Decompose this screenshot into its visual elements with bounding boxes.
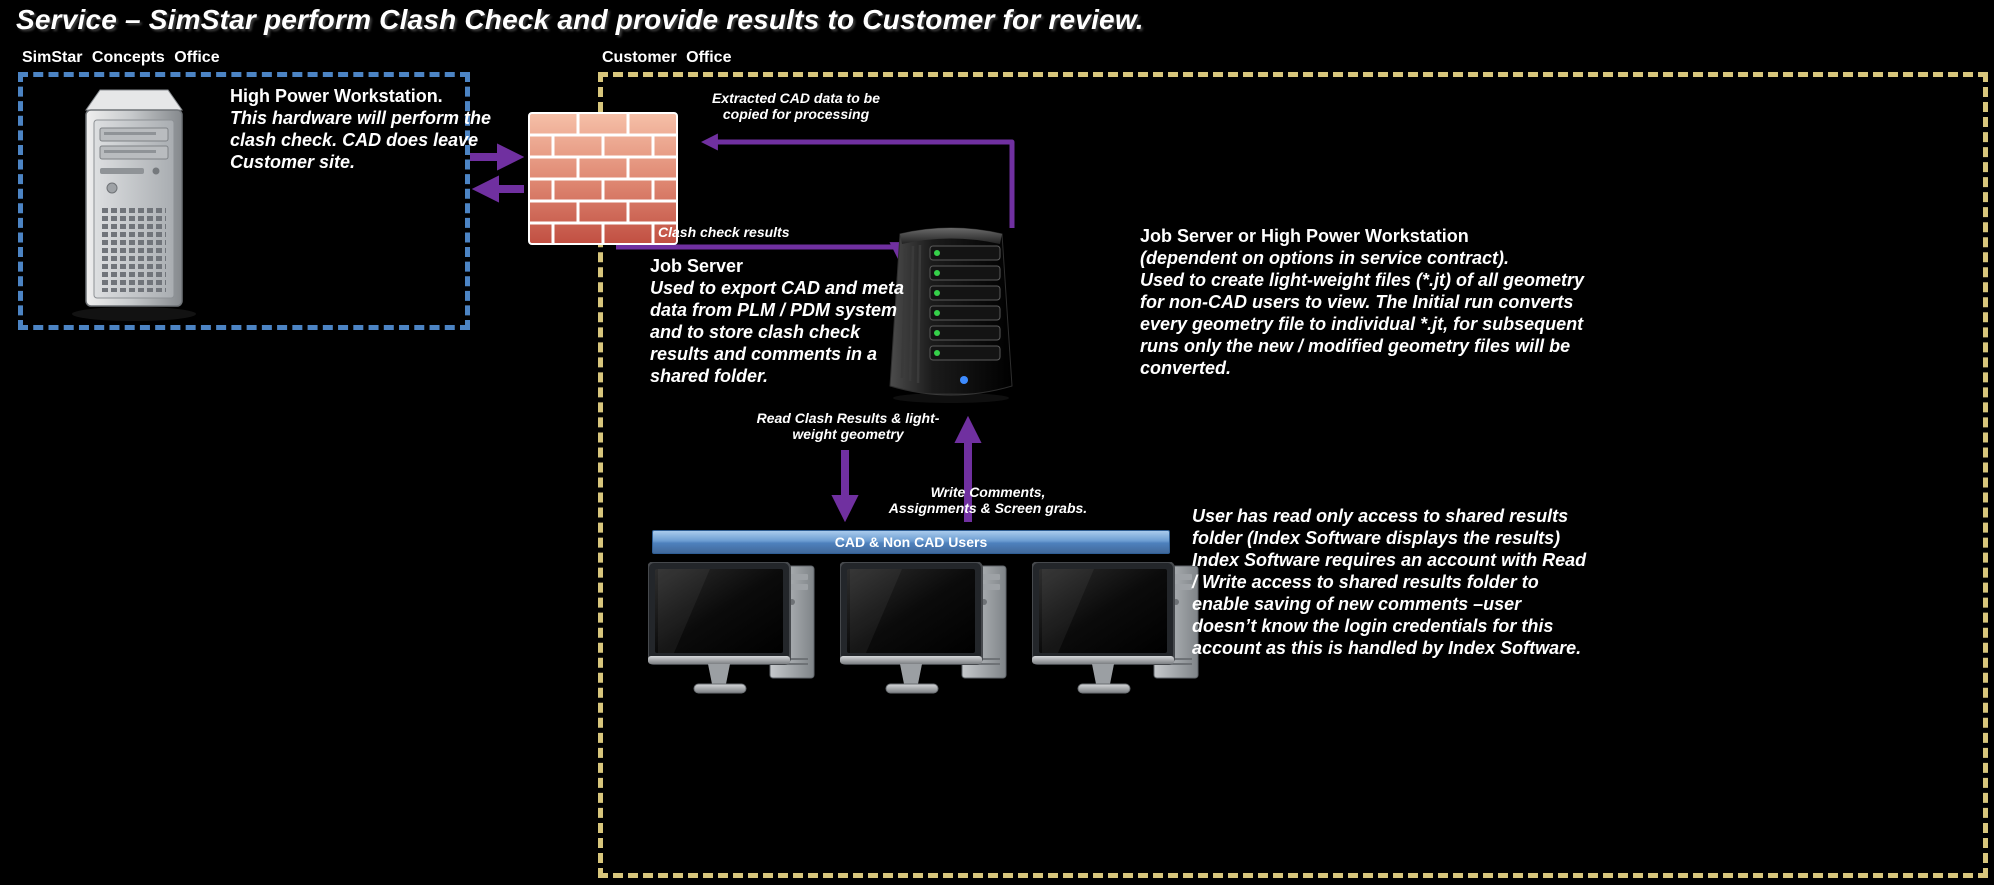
- workstation-title: High Power Workstation.: [230, 86, 443, 106]
- job-server-options-note: Job Server or High Power Workstation (de…: [1140, 226, 1598, 380]
- job-server-options-title: Job Server or High Power Workstation: [1140, 226, 1469, 246]
- simstar-office-box: [18, 72, 470, 330]
- desktop-computer-icon: [648, 562, 826, 704]
- customer-office-label: Customer Office: [602, 49, 732, 66]
- workstation-tower-icon: [48, 80, 220, 324]
- customer-office-box: [598, 72, 1988, 878]
- users-bar: CAD & Non CAD Users: [652, 530, 1170, 554]
- job-server-note: Job Server Used to export CAD and meta d…: [650, 256, 912, 388]
- users-access-note: User has read only access to shared resu…: [1192, 506, 1587, 658]
- job-server-description: Used to export CAD and meta data from PL…: [650, 277, 905, 386]
- desktop-computer-icon: [840, 562, 1018, 704]
- job-server-options-description: Used to create light-weight files (*.jt)…: [1140, 269, 1585, 378]
- job-server-title: Job Server: [650, 256, 744, 276]
- workstation-description: This hardware will perform the clash che…: [230, 107, 492, 172]
- write-comments-label: Write Comments, Assignments & Screen gra…: [888, 484, 1088, 516]
- job-server-icon: [876, 218, 1026, 408]
- desktop-computer-icon: [1032, 562, 1210, 704]
- extracted-data-label: Extracted CAD data to be copied for proc…: [711, 90, 881, 122]
- read-results-label: Read Clash Results & light-weight geomet…: [756, 410, 940, 442]
- clash-results-label: Clash check results: [658, 224, 790, 240]
- job-server-options-subtitle: (dependent on options in service contrac…: [1140, 247, 1510, 268]
- workstation-note: High Power Workstation. This hardware wi…: [230, 86, 498, 174]
- users-bar-label: CAD & Non CAD Users: [834, 534, 988, 550]
- page-title: Service – SimStar perform Clash Check an…: [16, 4, 1144, 35]
- simstar-office-label: SimStar Concepts Office: [22, 49, 220, 66]
- firewall-icon: [528, 112, 678, 245]
